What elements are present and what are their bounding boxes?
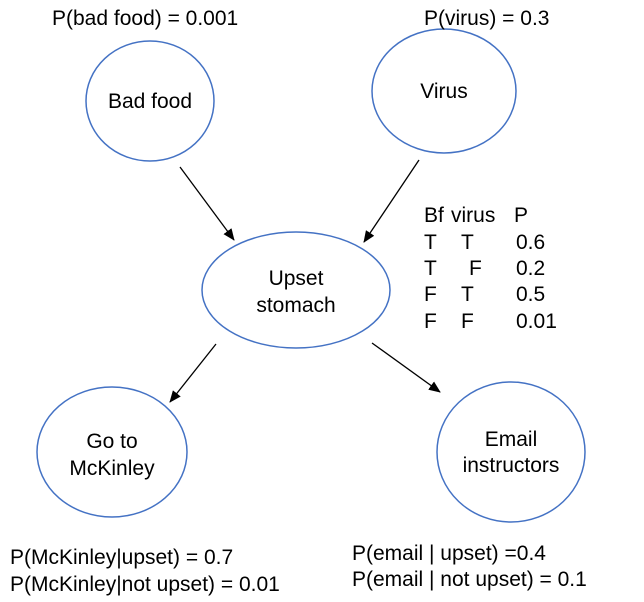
node-virus-ellipse [371, 28, 517, 154]
node-upset-label-line2: stomach [256, 294, 335, 317]
cpt-cell: T [461, 283, 474, 306]
cpt-header-bf: Bf [424, 204, 444, 227]
node-bad-food-ellipse [85, 40, 215, 162]
node-virus-label: Virus [420, 80, 467, 103]
cpt-header-p: P [514, 204, 528, 227]
node-email-label-line2: instructors [463, 454, 560, 477]
node-upset-stomach: Upset stomach [201, 231, 391, 349]
cpt-upset-stomach: Bf virus P T T 0.6 T F 0.2 F T 0.5 F F 0… [424, 204, 557, 333]
node-email-instructors: Email instructors [436, 381, 586, 523]
edge-virus-to-upset [363, 159, 420, 243]
cpt-cell: T [424, 257, 437, 280]
cpt-cell: F [461, 310, 474, 333]
cpt-cell: 0.6 [516, 231, 545, 254]
prob-email-upset: P(email | upset) =0.4 [352, 542, 546, 565]
node-mckinley-label-line1: Go to [86, 430, 137, 453]
cpt-cell: 0.5 [516, 283, 545, 306]
prob-mckinley-upset: P(McKinley|upset) = 0.7 [10, 546, 233, 569]
cpt-cell: 0.2 [516, 257, 545, 280]
prob-virus: P(virus) = 0.3 [424, 7, 549, 30]
cpt-cell: T [461, 231, 474, 254]
cpt-cell: F [469, 257, 482, 280]
node-upset-stomach-ellipse [201, 231, 391, 349]
edge-upset-to-mckinley [169, 343, 217, 403]
node-mckinley-ellipse [36, 386, 188, 518]
cpt-cell: 0.01 [516, 310, 557, 333]
prob-email-not-upset: P(email | not upset) = 0.1 [352, 568, 587, 591]
edge-badfood-to-upset [179, 166, 235, 241]
cpt-cell: F [424, 310, 437, 333]
cpt-header-virus: virus [451, 204, 495, 227]
node-upset-label-line1: Upset [269, 267, 324, 290]
node-email-label-line1: Email [485, 428, 538, 451]
edge-upset-to-email [371, 342, 441, 393]
node-virus: Virus [371, 28, 517, 154]
node-bad-food-label: Bad food [108, 90, 192, 113]
prob-bad-food: P(bad food) = 0.001 [52, 7, 238, 30]
cpt-cell: F [424, 283, 437, 306]
node-email-ellipse [436, 381, 586, 523]
cpt-cell: T [424, 231, 437, 254]
node-go-to-mckinley: Go to McKinley [36, 386, 188, 518]
node-bad-food: Bad food [85, 40, 215, 162]
prob-mckinley-not-upset: P(McKinley|not upset) = 0.01 [10, 573, 280, 596]
node-mckinley-label-line2: McKinley [69, 457, 155, 480]
